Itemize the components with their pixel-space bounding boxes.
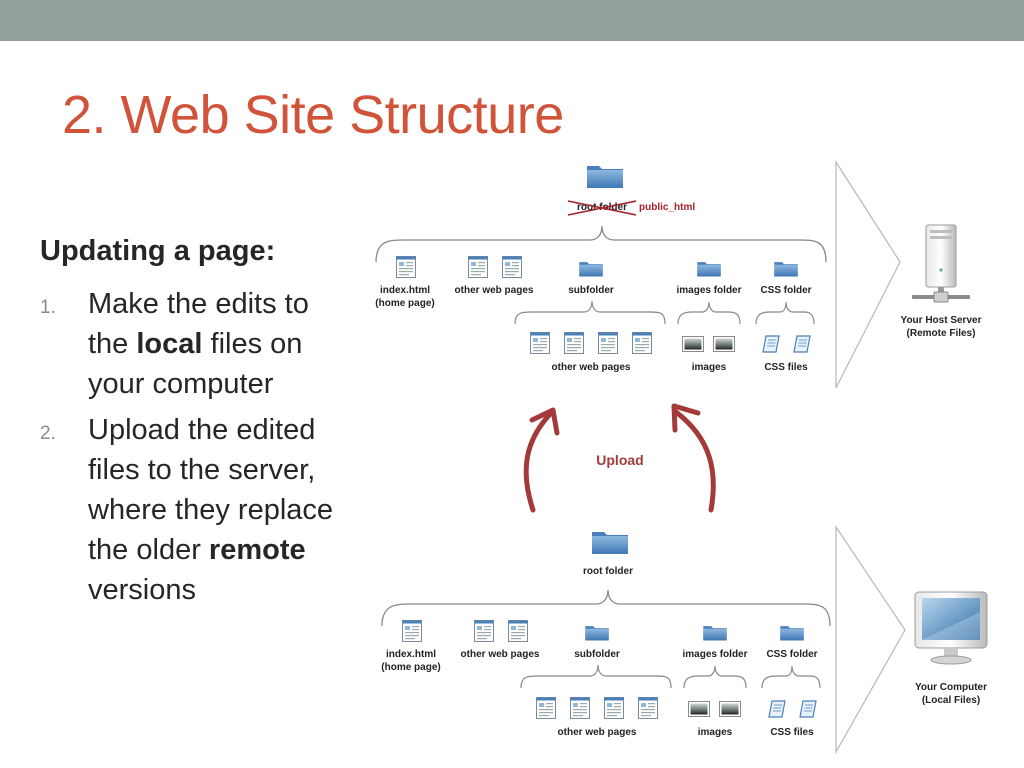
step-emphasis: local [136,328,203,360]
local-index-sub: (home page) [381,662,440,673]
remote-other-pages-label: other web pages [455,285,534,296]
server-icon [912,224,970,303]
upload-label: Upload [596,452,643,468]
folder-icon [697,262,721,277]
image-icon [713,336,735,352]
arrow-head-icon [529,407,560,436]
remote-subfolder-label: subfolder [568,285,614,296]
local-css-files-label: CSS files [770,727,814,738]
page-icon [508,620,528,642]
local-tree: root folder index.html (home page) other… [381,525,988,755]
upload-arrows: Upload [523,403,716,513]
page-icon [530,332,550,354]
local-css-folder-label: CSS folder [766,649,817,660]
remote-css-files-label: CSS files [764,362,808,373]
local-index-label: index.html [386,649,436,660]
upload-arrow-right [673,409,716,513]
brace-root-remote [375,225,827,263]
arrow-head-icon [671,403,701,433]
step-number: 1. [40,297,56,318]
pointer-wedge [835,525,906,755]
image-icon [682,336,704,352]
computer-label: Your Computer [915,682,987,693]
public-html-label: public_html [639,202,695,213]
folder-icon [585,626,609,641]
top-bar [0,0,1024,41]
css-file-icon [762,335,780,353]
image-icon [688,701,710,717]
brace-images-remote [677,301,741,325]
folder-icon [592,532,628,554]
page-icon [474,620,494,642]
local-images-label: images [698,727,733,738]
folder-icon [587,166,623,188]
remote-index-sub: (home page) [375,298,434,309]
slide-heading: Updating a page: [40,235,276,267]
local-sub-pages-label: other web pages [558,727,637,738]
local-other-pages-label: other web pages [461,649,540,660]
slide-title: 2. Web Site Structure [62,85,564,145]
local-root-label: root folder [583,566,633,577]
page-icon [564,332,584,354]
steps-list: 1. Make the edits to the local files on … [40,284,350,616]
page-icon [468,256,488,278]
upload-arrow-left [523,409,555,513]
cross-out-icon [567,200,637,216]
page-icon [638,697,658,719]
server-label: Your Host Server [901,315,982,326]
image-icon [719,701,741,717]
remote-images-label: images [692,362,727,373]
page-icon [570,697,590,719]
brace-subfolder-remote [514,300,666,325]
page-icon [396,256,416,278]
folder-icon [703,626,727,641]
remote-tree: root folder public_html index.html (home… [375,159,982,389]
server-sublabel: (Remote Files) [907,328,976,339]
brace-css-remote [755,301,815,325]
step-item-1: 1. Make the edits to the local files on … [40,284,350,404]
page-icon [536,697,556,719]
local-subfolder-label: subfolder [574,649,620,660]
computer-sublabel: (Local Files) [922,695,980,706]
folder-icon [780,626,804,641]
step-item-2: 2. Upload the edited files to the server… [40,410,350,610]
step-text: Make the edits to the [88,288,309,360]
step-text: files on your computer [88,328,303,400]
css-file-icon [768,700,786,718]
brace-subfolder-local [520,664,672,689]
brace-root-local [381,589,831,627]
remote-css-folder-label: CSS folder [760,285,811,296]
brace-images-local [683,665,747,689]
remote-sub-pages-label: other web pages [552,362,631,373]
folder-icon [579,262,603,277]
step-emphasis: remote [208,534,306,566]
page-icon [502,256,522,278]
brace-css-local [761,665,821,689]
remote-images-folder-label: images folder [676,285,741,296]
computer-icon [914,591,988,665]
step-text: Upload the edited files to the server, w… [88,414,334,566]
pointer-wedge [835,159,901,389]
page-icon [604,697,624,719]
css-file-icon [793,335,811,353]
css-file-icon [799,700,817,718]
page-icon [598,332,618,354]
step-number: 2. [40,423,56,444]
step-text: versions [88,574,196,606]
page-icon [632,332,652,354]
remote-index-label: index.html [380,285,430,296]
page-icon [402,620,422,642]
folder-icon [774,262,798,277]
local-images-folder-label: images folder [682,649,747,660]
